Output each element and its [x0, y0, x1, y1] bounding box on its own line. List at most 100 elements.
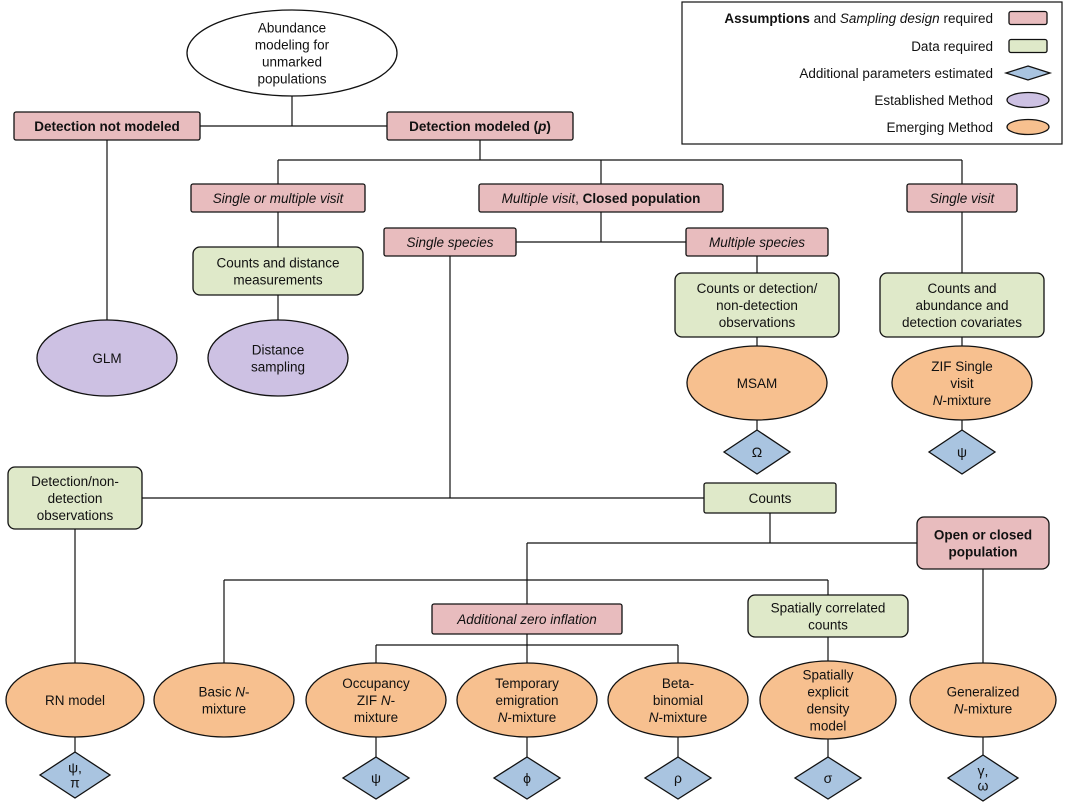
- node-text-line: GLM: [92, 351, 121, 366]
- node-text-line: Detection not modeled: [34, 119, 180, 134]
- text-run: mixture: [354, 710, 398, 725]
- text-run: and: [810, 11, 840, 26]
- text-run: -mixture: [658, 710, 707, 725]
- node-text-line: Single species: [406, 235, 493, 250]
- text-run: ZIF Single: [931, 359, 993, 374]
- node-text-line: population: [949, 544, 1018, 559]
- legend-item-param: Additional parameters estimated: [799, 65, 1053, 81]
- node-text-line: Beta-: [662, 676, 694, 691]
- node-text-line: N-mixture: [933, 393, 992, 408]
- text-run: sampling: [251, 359, 305, 374]
- text-run: Spatially correlated: [771, 600, 886, 615]
- ellipse-shape: [456, 662, 598, 738]
- text-run: Abundance: [258, 20, 326, 35]
- text-run: Sampling design: [840, 11, 940, 26]
- node-text-line: Distance: [252, 342, 305, 357]
- legend-swatch-data: [1008, 38, 1048, 54]
- node-text-line: ψ: [371, 770, 381, 786]
- node-text-line: counts: [808, 617, 848, 632]
- ellipse-shape: [607, 662, 749, 738]
- text-run: Multiple species: [709, 235, 805, 250]
- legend-item-assumption: Assumptions and Sampling design required: [724, 10, 1048, 26]
- node-text-line: populations: [257, 71, 326, 86]
- node-rho-p: ρ: [643, 756, 713, 800]
- node-text-line: γ,: [978, 763, 989, 779]
- node-open-closed: Open or closed population: [916, 516, 1050, 570]
- text-run: Counts or detection/: [697, 281, 818, 296]
- node-text-line: modeling for: [255, 37, 330, 52]
- node-text-line: Basic N-: [198, 684, 249, 699]
- node-text-line: RN model: [45, 693, 105, 708]
- text-run: ): [546, 119, 551, 134]
- node-text-line: Spatially: [802, 667, 853, 682]
- node-text-line: model: [810, 718, 847, 733]
- node-omega-p: Ω: [722, 429, 792, 475]
- text-run: ρ: [674, 770, 682, 786]
- text-run: explicit: [807, 684, 849, 699]
- node-text-line: ZIF N-: [357, 693, 395, 708]
- text-run: binomial: [653, 693, 703, 708]
- text-run: Closed population: [583, 191, 701, 206]
- text-run: Assumptions: [724, 11, 810, 26]
- node-text-line: N-mixture: [498, 710, 557, 725]
- rect-shape: [685, 227, 829, 257]
- node-spat-corr: Spatially correlated counts: [747, 594, 909, 638]
- text-run: ω: [978, 778, 989, 794]
- text-run: N: [381, 693, 391, 708]
- text-run: N: [235, 684, 245, 699]
- legend-swatch-emerging: [1006, 118, 1050, 136]
- node-text-line: MSAM: [737, 376, 778, 391]
- node-phi-p: ϕ: [492, 756, 562, 800]
- rect-shape: [478, 183, 724, 213]
- node-msam: MSAM: [686, 345, 828, 421]
- text-run: Additional parameters estimated: [799, 66, 993, 81]
- diamond-shape: [341, 756, 411, 800]
- node-counts-det: Counts or detection/non-detectionobserva…: [674, 272, 840, 338]
- node-text-line: visit: [950, 376, 973, 391]
- text-run: ϕ: [523, 770, 531, 786]
- text-run: -mixture: [942, 393, 991, 408]
- text-run: Detection/non-: [31, 474, 119, 489]
- text-run: -: [391, 693, 396, 708]
- node-text-line: ZIF Single: [931, 359, 993, 374]
- text-run: modeling for: [255, 37, 330, 52]
- node-text-line: ψ,: [68, 760, 82, 776]
- node-text-line: Single or multiple visit: [213, 191, 345, 206]
- node-mult-closed: Multiple visit, Closed population: [478, 183, 724, 213]
- node-text-line: σ: [824, 770, 833, 786]
- rect-shape: [879, 272, 1045, 338]
- node-text-line: Counts: [749, 491, 792, 506]
- node-text-line: π: [70, 775, 80, 791]
- text-run: visit: [950, 376, 973, 391]
- node-det-not: Detection not modeled: [13, 111, 201, 141]
- node-text-line: N-mixture: [954, 701, 1013, 716]
- ellipse-shape: [207, 319, 349, 397]
- diamond-shape: [38, 751, 112, 799]
- ellipse-shape: [5, 662, 145, 738]
- text-run: γ,: [978, 763, 989, 779]
- text-run: Occupancy: [342, 676, 410, 691]
- node-basic: Basic N-mixture: [153, 662, 295, 738]
- ellipse-shape: [186, 9, 398, 97]
- text-run: mixture: [202, 701, 246, 716]
- text-run: Single or multiple visit: [213, 191, 345, 206]
- node-text-line: Detection/non-: [31, 474, 119, 489]
- node-text-line: Temporary: [495, 676, 559, 691]
- node-text-line: explicit: [807, 684, 849, 699]
- rect-shape: [674, 272, 840, 338]
- ellipse-shape: [891, 345, 1033, 421]
- text-run: ZIF: [357, 693, 381, 708]
- ellipse-shape: [305, 662, 447, 738]
- ellipse-shape: [909, 662, 1057, 738]
- legend-item-emerging: Emerging Method: [886, 118, 1050, 136]
- text-run: Open or closed: [934, 527, 1032, 542]
- node-text-line: abundance and: [915, 298, 1008, 313]
- node-psi-p2: ψ: [341, 756, 411, 800]
- text-run: Ω: [752, 444, 762, 460]
- text-run: -mixture: [963, 701, 1012, 716]
- text-run: ψ,: [68, 760, 82, 776]
- legend-swatch-param: [1003, 65, 1053, 81]
